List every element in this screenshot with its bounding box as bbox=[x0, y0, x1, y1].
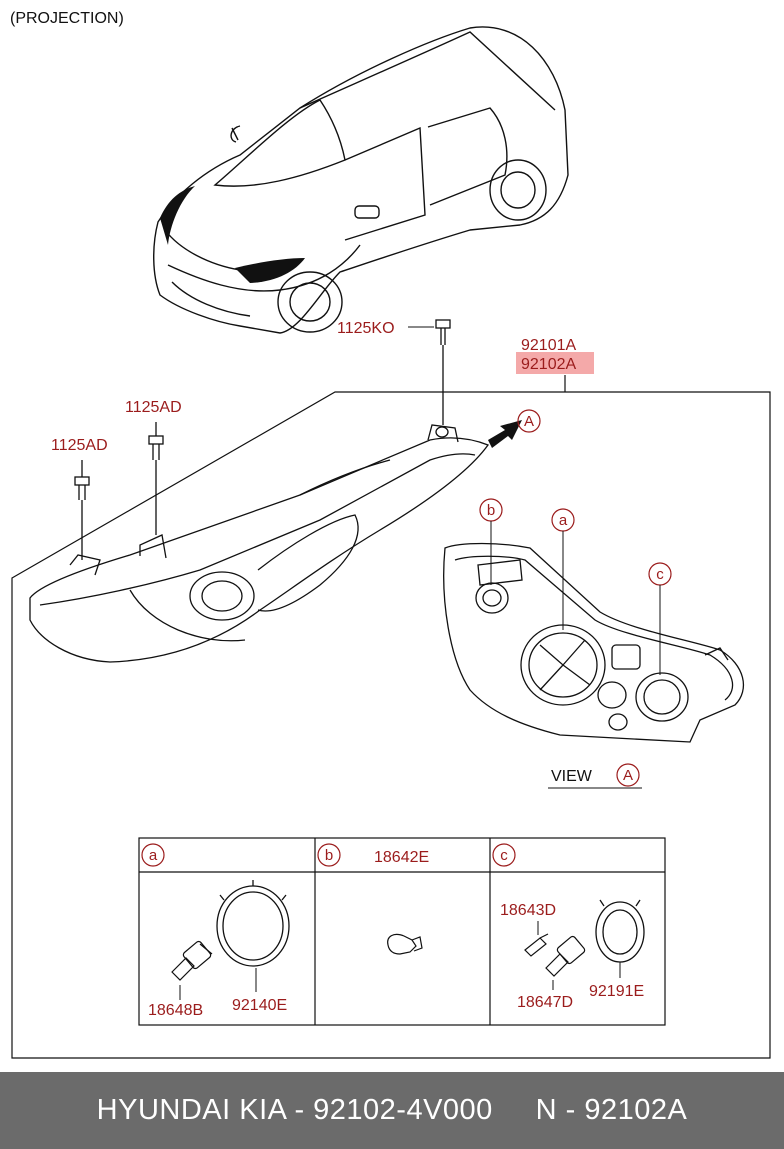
footer-bar: HYUNDAI KIA - 92102-4V000 N - 92102A bbox=[0, 1072, 784, 1149]
part-label-1125ad-left: 1125AD bbox=[51, 437, 108, 454]
part-label-92102a: 92102A bbox=[521, 356, 576, 373]
view-caption-circle bbox=[616, 763, 640, 787]
part-label-92101a: 92101A bbox=[521, 337, 576, 354]
car-headlight-left-mark bbox=[160, 186, 195, 245]
part-label-18648b: 18648B bbox=[148, 1002, 203, 1019]
table-tag-b-circle bbox=[317, 843, 341, 867]
bolt-left bbox=[74, 460, 90, 560]
view-caption-letter: A bbox=[623, 767, 633, 784]
table-tag-c-circle bbox=[492, 843, 516, 867]
headlamp-rear-view bbox=[443, 542, 744, 743]
table-tag-a-circle bbox=[141, 843, 165, 867]
bulb-small-c bbox=[524, 933, 549, 957]
part-label-1125ad-mid: 1125AD bbox=[125, 399, 182, 416]
table-tag-a: a bbox=[149, 847, 158, 864]
view-ref-circle bbox=[517, 409, 541, 433]
footer-part-number: HYUNDAI KIA - 92102-4V000 N - 92102A bbox=[96, 1094, 688, 1126]
assembly-frame bbox=[11, 375, 771, 1059]
car-headlight-right-mark bbox=[235, 258, 305, 283]
part-label-92140e: 92140E bbox=[232, 997, 287, 1014]
view-caption-word: VIEW bbox=[551, 768, 593, 785]
table-tag-b: b bbox=[325, 847, 333, 864]
cover-ring-a bbox=[216, 880, 290, 967]
car-illustration bbox=[153, 26, 569, 334]
callout-b-letter: b bbox=[487, 502, 495, 519]
bulb-h7-c bbox=[545, 935, 586, 977]
table-tag-c: c bbox=[500, 847, 508, 864]
view-arrow-icon bbox=[488, 420, 522, 448]
bulb-wedge-b bbox=[387, 933, 423, 955]
callout-a-letter: a bbox=[559, 512, 568, 529]
parts-table bbox=[138, 837, 666, 1026]
headlamp-assembly bbox=[29, 424, 490, 663]
bolt-mid bbox=[148, 422, 164, 535]
part-label-18642e: 18642E bbox=[374, 849, 429, 866]
part-label-18647d: 18647D bbox=[517, 994, 573, 1011]
cover-ring-c bbox=[595, 899, 645, 963]
part-label-18643d: 18643D bbox=[500, 902, 556, 919]
callout-c-letter: c bbox=[656, 566, 664, 583]
part-label-1125ko: 1125KO bbox=[337, 320, 395, 337]
bulb-h7-a bbox=[171, 940, 213, 981]
projection-note: (PROJECTION) bbox=[10, 10, 124, 27]
bolt-top bbox=[435, 319, 451, 425]
highlight-92102a bbox=[516, 352, 594, 374]
part-label-92191e: 92191E bbox=[589, 983, 644, 1000]
view-ref-letter: A bbox=[524, 413, 534, 430]
